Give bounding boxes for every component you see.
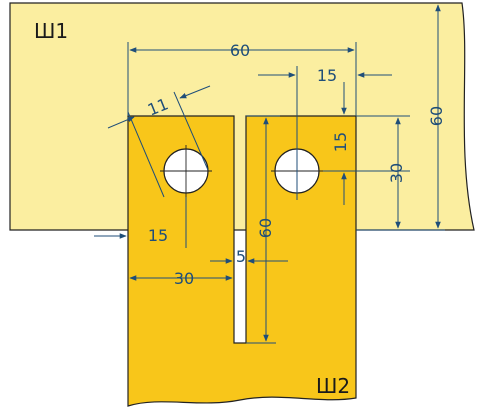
dim-hole-vertical-distance: 30: [387, 163, 406, 183]
dim-overall-width: 60: [230, 41, 250, 60]
dim-right-offset: 15: [317, 66, 337, 85]
busbar-1: [9, 2, 475, 231]
dim-hole-vertical-offset: 15: [331, 132, 350, 152]
dim-bar1-height: 60: [427, 106, 446, 126]
dim-slot-length: 60: [256, 218, 275, 238]
label-bar2: Ш2: [316, 374, 350, 398]
dimension-lines: [94, 4, 445, 344]
dim-slot-width: 5: [236, 247, 246, 266]
label-bar1: Ш1: [34, 19, 68, 43]
dim-slot-position: 30: [174, 269, 194, 288]
dim-left-offset: 15: [148, 226, 168, 245]
